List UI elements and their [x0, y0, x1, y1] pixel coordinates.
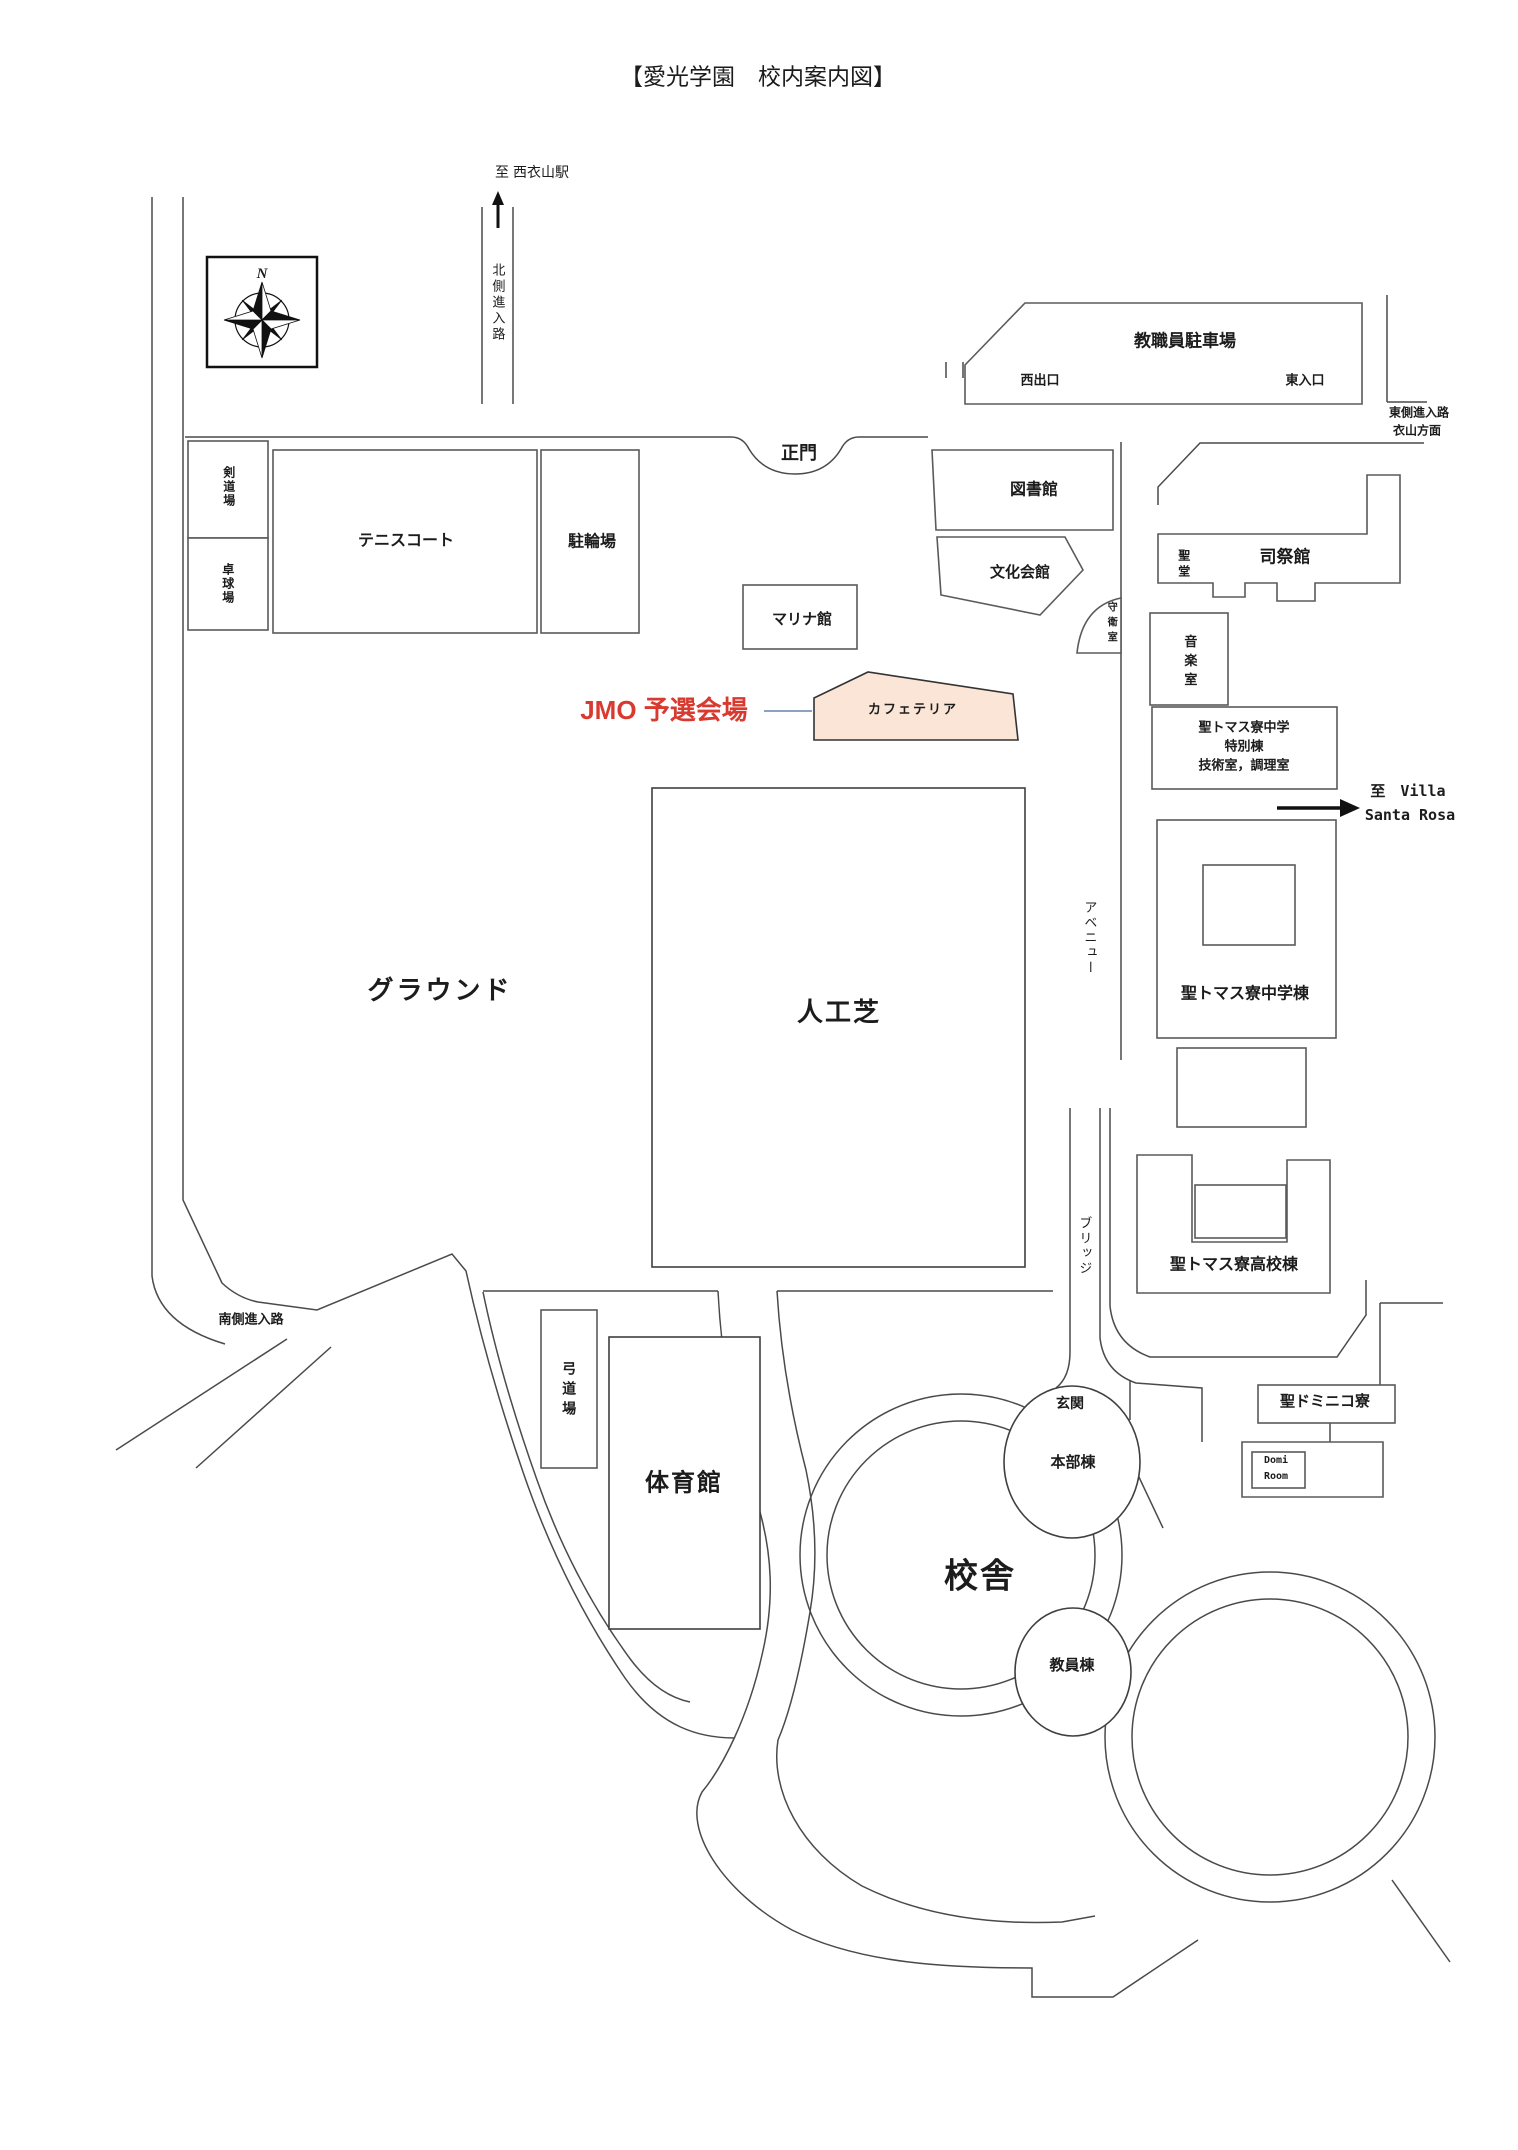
jmo-venue-annotation: JMO 予選会場	[580, 695, 748, 726]
kendo-hall-label: 剣道場	[221, 466, 236, 508]
tennis-court-shape	[272, 449, 538, 634]
villa-arrow	[1277, 799, 1360, 817]
school-building-label: 校舎	[944, 1557, 1016, 1596]
st-thomas-senior-inner	[1194, 1184, 1287, 1239]
bicycle-parking-shape	[540, 449, 640, 634]
southwest-road-b	[195, 1346, 332, 1469]
library-shape	[931, 449, 1114, 531]
st-dominic-label: 聖ドミニコ寮	[1279, 1393, 1371, 1411]
east-road-upper	[1386, 295, 1427, 403]
compass-rose	[205, 255, 319, 369]
west-boundary-outer	[151, 197, 226, 1345]
bridge-road-east	[1109, 1108, 1367, 1358]
headquarters-label: 本部棟	[1050, 1454, 1096, 1472]
south-access-road-label: 南側進入路	[218, 1311, 284, 1327]
domi-room-shape	[1251, 1451, 1306, 1489]
table-tennis-label: 卓球場	[220, 563, 235, 605]
st-thomas-special-label-1: 聖トマス寮中学	[1198, 719, 1290, 735]
east-access-direction-label: 衣山方面	[1392, 423, 1442, 438]
guard-room-shape	[1076, 597, 1122, 654]
faculty-building-shape	[1014, 1607, 1132, 1737]
culture-hall-shape	[936, 536, 1084, 616]
chapel-label: 聖堂	[1176, 549, 1191, 581]
kyudo-hall-shape	[540, 1309, 598, 1469]
faculty-building-label: 教員棟	[1049, 1657, 1095, 1675]
main-gate-line	[185, 436, 928, 475]
music-room-label: 音楽室	[1182, 634, 1198, 692]
table-tennis-shape	[187, 537, 269, 631]
station-arrow	[492, 191, 504, 228]
to-villa-label-2: Santa Rosa	[1364, 806, 1456, 825]
staff-parking-shape	[964, 302, 1363, 405]
st-thomas-senior-shape	[1136, 1154, 1331, 1294]
music-room-shape	[1149, 612, 1229, 706]
to-station-label: 至 西衣山駅	[495, 163, 569, 180]
school-ring-outer	[799, 1393, 1123, 1717]
bridge-right	[1099, 1108, 1203, 1442]
st-thomas-special-shape	[1151, 706, 1338, 790]
kendo-hall-shape	[187, 440, 269, 539]
st-thomas-senior-label: 聖トマス寮高校棟	[1169, 1256, 1299, 1274]
east-ring-outer	[1104, 1571, 1436, 1903]
parking-gate-posts	[945, 362, 964, 378]
artificial-turf-label: 人工芝	[796, 997, 882, 1028]
southwest-road-a	[115, 1338, 288, 1451]
bridge-label: ブリッジ	[1077, 1216, 1093, 1276]
east-access-road-label: 東側進入路	[1388, 405, 1450, 420]
school-ring-inner	[826, 1420, 1096, 1690]
st-thomas-special-label-3: 技術室，調理室	[1198, 757, 1290, 773]
east-entrance-label: 東入口	[1285, 372, 1325, 388]
buildings	[187, 302, 1401, 1737]
ground-label: グラウンド	[367, 975, 513, 1006]
west-exit-label: 西出口	[1020, 372, 1060, 388]
marina-hall-label: マリナ館	[771, 611, 833, 629]
domi-room-label-2: Room	[1263, 1470, 1289, 1482]
kyudo-hall-label: 弓道場	[561, 1361, 578, 1421]
bicycle-parking-label: 駐輪場	[567, 533, 617, 551]
staff-parking-label: 教職員駐車場	[1134, 331, 1236, 351]
southeast-boundary	[1391, 1879, 1451, 1963]
to-villa-label-1: 至 Villa	[1370, 782, 1446, 801]
culture-hall-label: 文化会館	[989, 564, 1051, 582]
main-gate-label: 正門	[781, 442, 817, 463]
priest-house-shape	[1157, 474, 1401, 602]
cafeteria-shape	[813, 671, 1019, 741]
dominic-road	[1379, 1302, 1443, 1385]
unlabeled-building	[1176, 1047, 1307, 1128]
compass-n-label: N	[256, 266, 268, 283]
gymnasium-label: 体育館	[645, 1469, 723, 1497]
bridge-left	[1055, 1108, 1071, 1389]
tennis-court-label: テニスコート	[357, 532, 455, 550]
east-road-lower	[1157, 442, 1424, 505]
domi-room-label-1: Domi	[1263, 1454, 1289, 1466]
st-thomas-special-label-2: 特別棟	[1224, 738, 1264, 754]
entrance-label: 玄関	[1056, 1394, 1084, 1411]
artificial-turf-shape	[651, 787, 1026, 1268]
page-title: 【愛光学園 校内案内図】	[620, 64, 896, 90]
roads	[115, 197, 1451, 1998]
st-dominic-shape	[1257, 1384, 1396, 1424]
guard-room-label: 守衛室	[1105, 601, 1117, 647]
detail-line-2	[1137, 1474, 1164, 1529]
north-access-road-label: 北側進入路	[490, 263, 506, 343]
headquarters-shape	[1003, 1385, 1141, 1539]
marina-hall-shape	[742, 584, 858, 650]
gymnasium-shape	[608, 1336, 761, 1630]
st-thomas-junior-inner	[1202, 864, 1296, 946]
cafeteria-label: カフェテリア	[867, 701, 959, 717]
avenue-label: アベニュー	[1082, 900, 1098, 976]
junction-road-right	[482, 1291, 691, 1703]
st-thomas-junior-label: 聖トマス寮中学棟	[1180, 985, 1310, 1003]
east-ring-inner	[1131, 1598, 1409, 1876]
tail-road-right	[776, 1290, 1096, 1924]
library-label: 図書館	[1009, 481, 1059, 499]
west-boundary-inner	[182, 197, 736, 1739]
priest-house-label: 司祭館	[1259, 547, 1311, 567]
